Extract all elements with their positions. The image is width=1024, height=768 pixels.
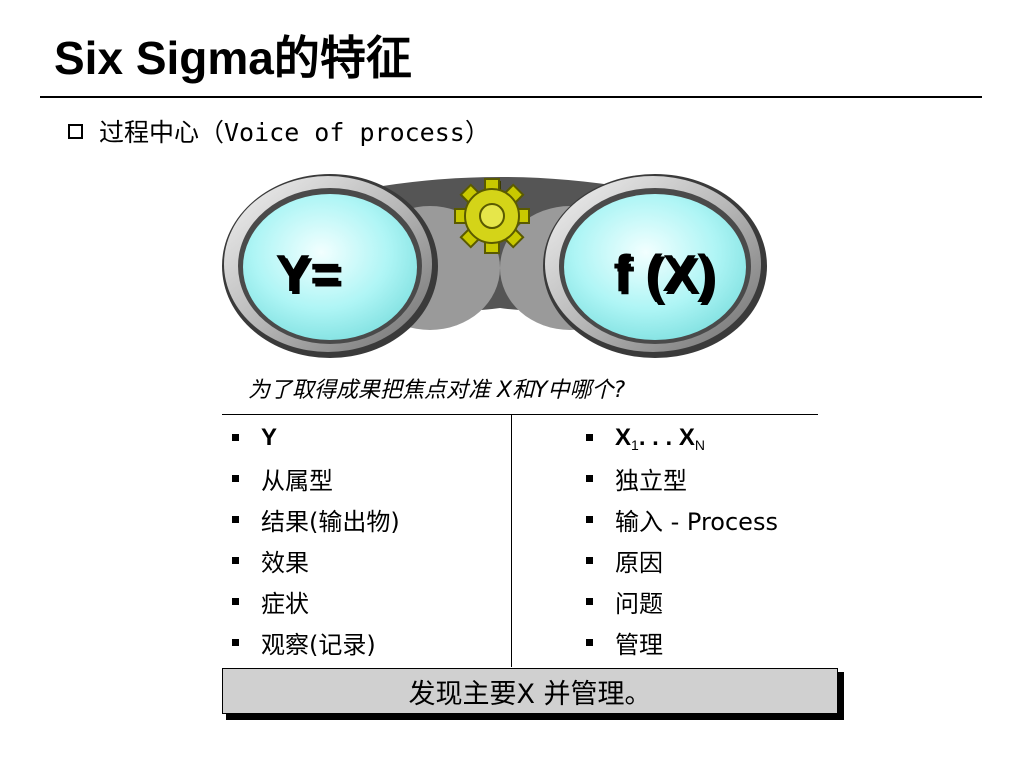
column-y-list: Y 从属型 结果(输出物) 效果 症状 观察(记录) <box>232 417 400 663</box>
square-bullet-icon <box>232 598 239 605</box>
right-lens-label-front: f (X) <box>613 245 714 303</box>
square-bullet-icon <box>586 557 593 564</box>
list-item: 症状 <box>232 581 400 622</box>
list-item: Y <box>232 417 400 458</box>
binoculars-diagram: Y= Y= f (X) f (X) <box>222 174 767 358</box>
conclusion-box: 发现主要X 并管理。 <box>222 668 838 714</box>
bullet-process-center: 过程中心（Voice of process） <box>68 114 490 148</box>
list-item: 问题 <box>586 581 778 622</box>
conclusion-text: 发现主要X 并管理。 <box>408 678 652 710</box>
list-item: 原因 <box>586 540 778 581</box>
square-bullet-icon <box>586 639 593 646</box>
left-lens-label: Y= <box>278 248 343 306</box>
square-bullet-icon <box>232 475 239 482</box>
table-column-divider <box>511 415 512 667</box>
left-lens: Y= Y= <box>222 174 438 358</box>
square-bullet-icon <box>586 516 593 523</box>
square-bullet-icon <box>232 516 239 523</box>
list-item: 结果(输出物) <box>232 499 400 540</box>
square-bullet-icon <box>586 598 593 605</box>
list-item: 独立型 <box>586 458 778 499</box>
checkbox-bullet-icon <box>68 123 83 139</box>
list-item: 管理 <box>586 622 778 663</box>
square-bullet-icon <box>586 434 593 441</box>
square-bullet-icon <box>232 434 239 441</box>
left-lens-label-front: Y= <box>275 245 340 303</box>
list-item: 效果 <box>232 540 400 581</box>
right-lens-label: f (X) <box>616 248 717 306</box>
list-item: 观察(记录) <box>232 622 400 663</box>
gear-icon <box>454 178 530 254</box>
table-top-rule <box>222 414 818 415</box>
title-divider <box>40 96 982 98</box>
list-item: 输入 - Process <box>586 499 778 540</box>
square-bullet-icon <box>232 639 239 646</box>
list-item: 从属型 <box>232 458 400 499</box>
focus-question: 为了取得成果把焦点对准 X和Y中哪个? <box>248 378 626 403</box>
bullet-text: 过程中心（Voice of process） <box>99 118 490 147</box>
right-lens: f (X) f (X) <box>543 174 767 358</box>
square-bullet-icon <box>586 475 593 482</box>
square-bullet-icon <box>232 557 239 564</box>
page-title: Six Sigma的特征 <box>54 32 412 84</box>
